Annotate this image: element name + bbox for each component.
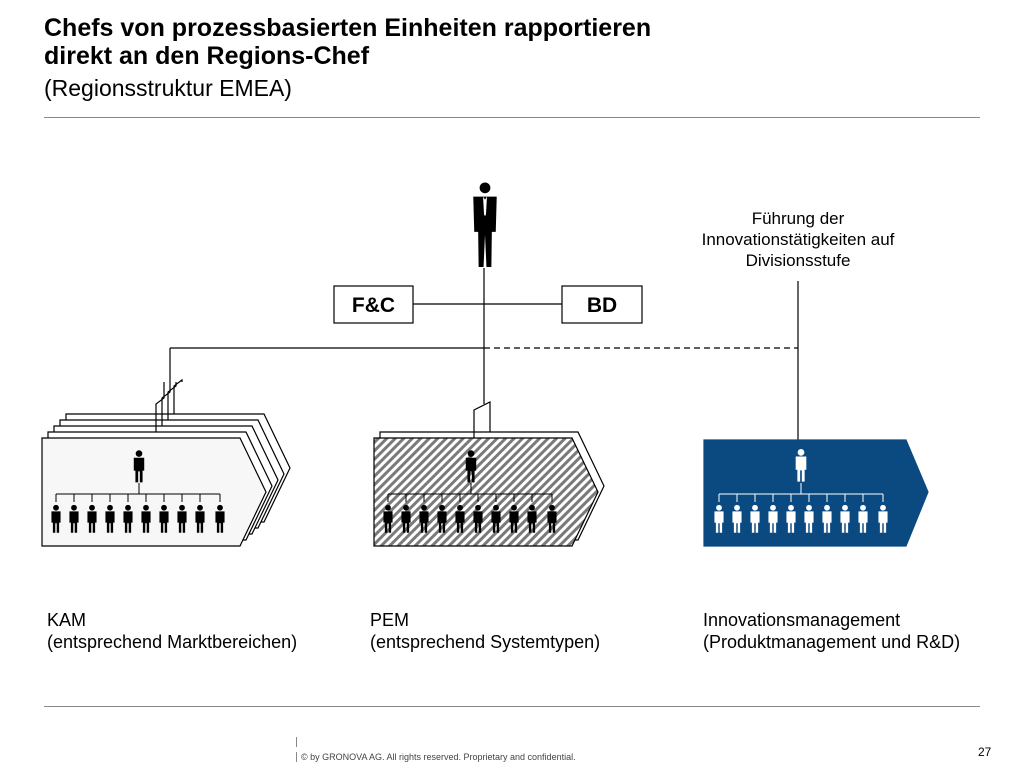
pem-name: PEM (370, 610, 410, 630)
kam-org-chart (51, 450, 225, 533)
innovation-lead-line-3: Divisionsstufe (745, 251, 851, 270)
pem-label: PEM (entsprechend Systemtypen) (370, 609, 600, 653)
innovation-lead-line-1: Führung der (751, 209, 845, 228)
pem-riser-line (473, 401, 491, 438)
kam-label: KAM (entsprechend Marktbereichen) (47, 609, 297, 653)
title-line-2: direkt an den Regions-Chef (44, 42, 370, 70)
slide-title: Chefs von prozessbasierten Einheiten rap… (44, 14, 651, 70)
page-number: 27 (978, 745, 992, 759)
kam-detail: (entsprechend Marktbereichen) (47, 632, 298, 652)
footer-separator-2 (296, 752, 297, 762)
kam-name: KAM (47, 610, 87, 630)
bottom-divider (44, 706, 980, 707)
bd-box (561, 285, 643, 324)
innovation-lead-line-2: Innovationstätigkeiten auf (701, 230, 895, 249)
innovation-org-chart (714, 448, 888, 533)
fc-box (333, 285, 414, 324)
fc-box-label: F&C (352, 294, 395, 317)
copyright-footer: © by GRONOVA AG. All rights reserved. Pr… (301, 752, 576, 762)
innovation-label: Innovationsmanagement (Produktmanagement… (703, 609, 960, 653)
bd-box-label: BD (587, 294, 617, 317)
footer-separator (296, 737, 297, 747)
regional-chief-figure (473, 182, 497, 268)
innovation-lead-label: Führung der Innovationstätigkeiten auf D… (680, 208, 916, 271)
innovation-name: Innovationsmanagement (703, 610, 901, 630)
slide-subtitle: (Regionsstruktur EMEA) (44, 75, 292, 101)
top-divider (44, 117, 980, 118)
innovation-unit-shape (703, 439, 929, 547)
pem-detail: (entsprechend Systemtypen) (370, 632, 601, 652)
innovation-detail: (Produktmanagement und R&D) (703, 632, 961, 652)
kam-riser-lines (155, 378, 183, 432)
title-line-1: Chefs von prozessbasierten Einheiten rap… (44, 14, 652, 42)
pem-org-chart (383, 450, 557, 533)
